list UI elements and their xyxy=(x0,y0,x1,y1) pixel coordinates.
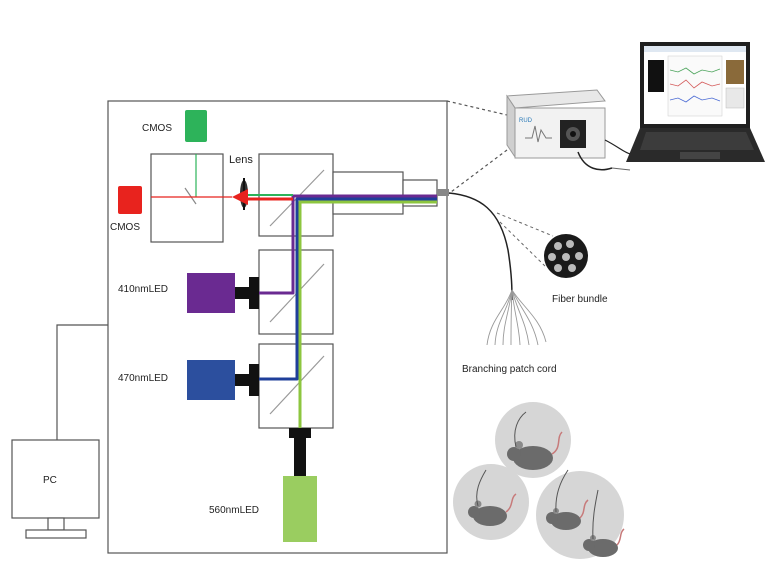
pc-computer: PC xyxy=(11,439,100,539)
laptop xyxy=(626,42,765,162)
fiber-ferrule xyxy=(437,189,449,196)
led-410-label: 410nmLED xyxy=(118,284,168,295)
led-470-collimator xyxy=(249,364,259,396)
led-470-mount xyxy=(235,374,249,386)
device-logo: RUD xyxy=(519,118,533,124)
fiber-coupler xyxy=(332,171,438,215)
emission-cone xyxy=(232,189,248,205)
led-470-label: 470nmLED xyxy=(118,373,168,384)
light-paths xyxy=(248,194,437,428)
cmos-left-label: CMOS xyxy=(110,222,140,233)
led-410-mount xyxy=(235,287,249,299)
fiber-cable xyxy=(448,192,513,301)
mouse-2 xyxy=(468,469,517,526)
led-560-mount xyxy=(294,438,306,476)
cmos-top-label: CMOS xyxy=(142,123,172,134)
led-410-source xyxy=(187,273,235,313)
led-560-source xyxy=(283,476,317,542)
camera-splitter-cube xyxy=(150,153,232,243)
mouse-arenas xyxy=(453,402,624,559)
lens-label: Lens xyxy=(229,154,253,166)
mouse-1 xyxy=(507,411,563,470)
pc-label: PC xyxy=(43,475,57,486)
pc-cable xyxy=(56,324,108,440)
fiber-bundle-cross-section xyxy=(544,234,588,278)
led-560-collimator xyxy=(289,428,311,438)
fiber-bundle-leader xyxy=(496,212,554,269)
fiber-bundle-label: Fiber bundle xyxy=(552,294,608,305)
led-470-source xyxy=(187,360,235,400)
cmos-top-sensor xyxy=(185,110,207,142)
mouse-3 xyxy=(546,469,589,530)
enclosure-leader-lines xyxy=(446,100,508,196)
led-410-collimator xyxy=(249,277,259,309)
mouse-4 xyxy=(583,489,625,557)
photometry-device: RUD xyxy=(506,89,641,171)
led-560-label: 560nmLED xyxy=(209,505,259,516)
branching-patch-cord xyxy=(486,289,547,346)
patch-cord-label: Branching patch cord xyxy=(462,364,557,375)
cmos-left-sensor xyxy=(118,186,142,214)
